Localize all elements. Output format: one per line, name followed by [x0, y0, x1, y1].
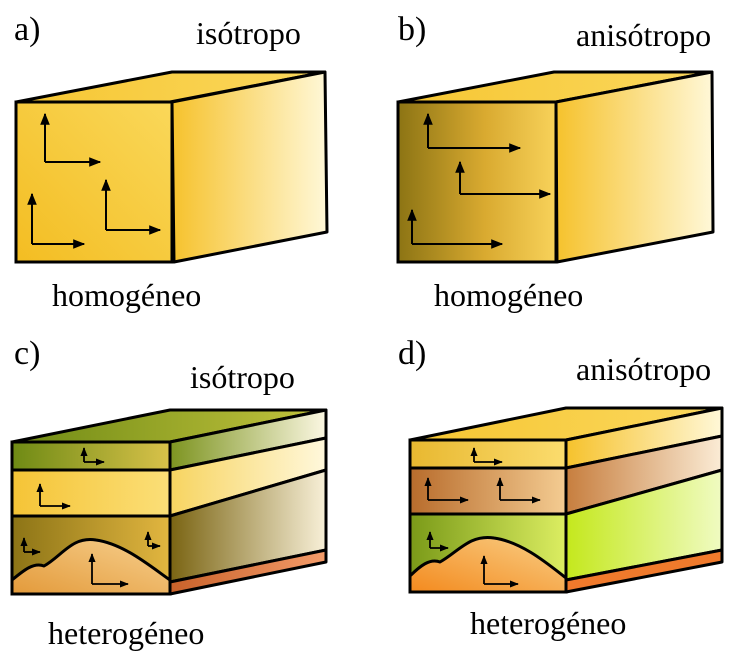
panel-label-c: c) [14, 335, 40, 372]
mound-lens [408, 535, 568, 594]
panel-property-c: isótropo [190, 359, 295, 395]
panel-label-d: d) [398, 335, 426, 372]
panel-structure-a: homogéneo [52, 277, 201, 313]
panel-d: d) anisótropo heterogéneo [398, 335, 724, 641]
panel-property-a: isótropo [196, 15, 301, 51]
flow-arrow-group [424, 447, 541, 588]
panel-c: c) isótropo heterogéneo [10, 335, 328, 651]
mound-lens [10, 538, 172, 596]
layer-2-front [10, 468, 172, 518]
panel-label-a: a) [14, 11, 40, 48]
panel-structure-c: heterogéneo [48, 615, 204, 651]
block-front [14, 100, 174, 264]
panel-property-b: anisótropo [576, 17, 711, 53]
block-front [396, 100, 558, 264]
panel-b: b) anisótropo homogéneo [396, 11, 715, 313]
panel-property-d: anisótropo [576, 351, 711, 387]
flow-arrow-group [27, 112, 162, 249]
layer-1-front [408, 438, 568, 470]
flow-arrow-group [20, 447, 161, 588]
panel-structure-b: homogéneo [434, 277, 583, 313]
panel-structure-d: heterogéneo [470, 605, 626, 641]
flow-arrow-group [407, 112, 552, 249]
panel-label-b: b) [398, 11, 426, 48]
block-side [554, 70, 715, 264]
layer-1-front [10, 440, 172, 472]
layer-2-front [408, 466, 568, 516]
panel-a: a) isótropo homogéneo [14, 11, 329, 313]
block-side [170, 70, 329, 264]
